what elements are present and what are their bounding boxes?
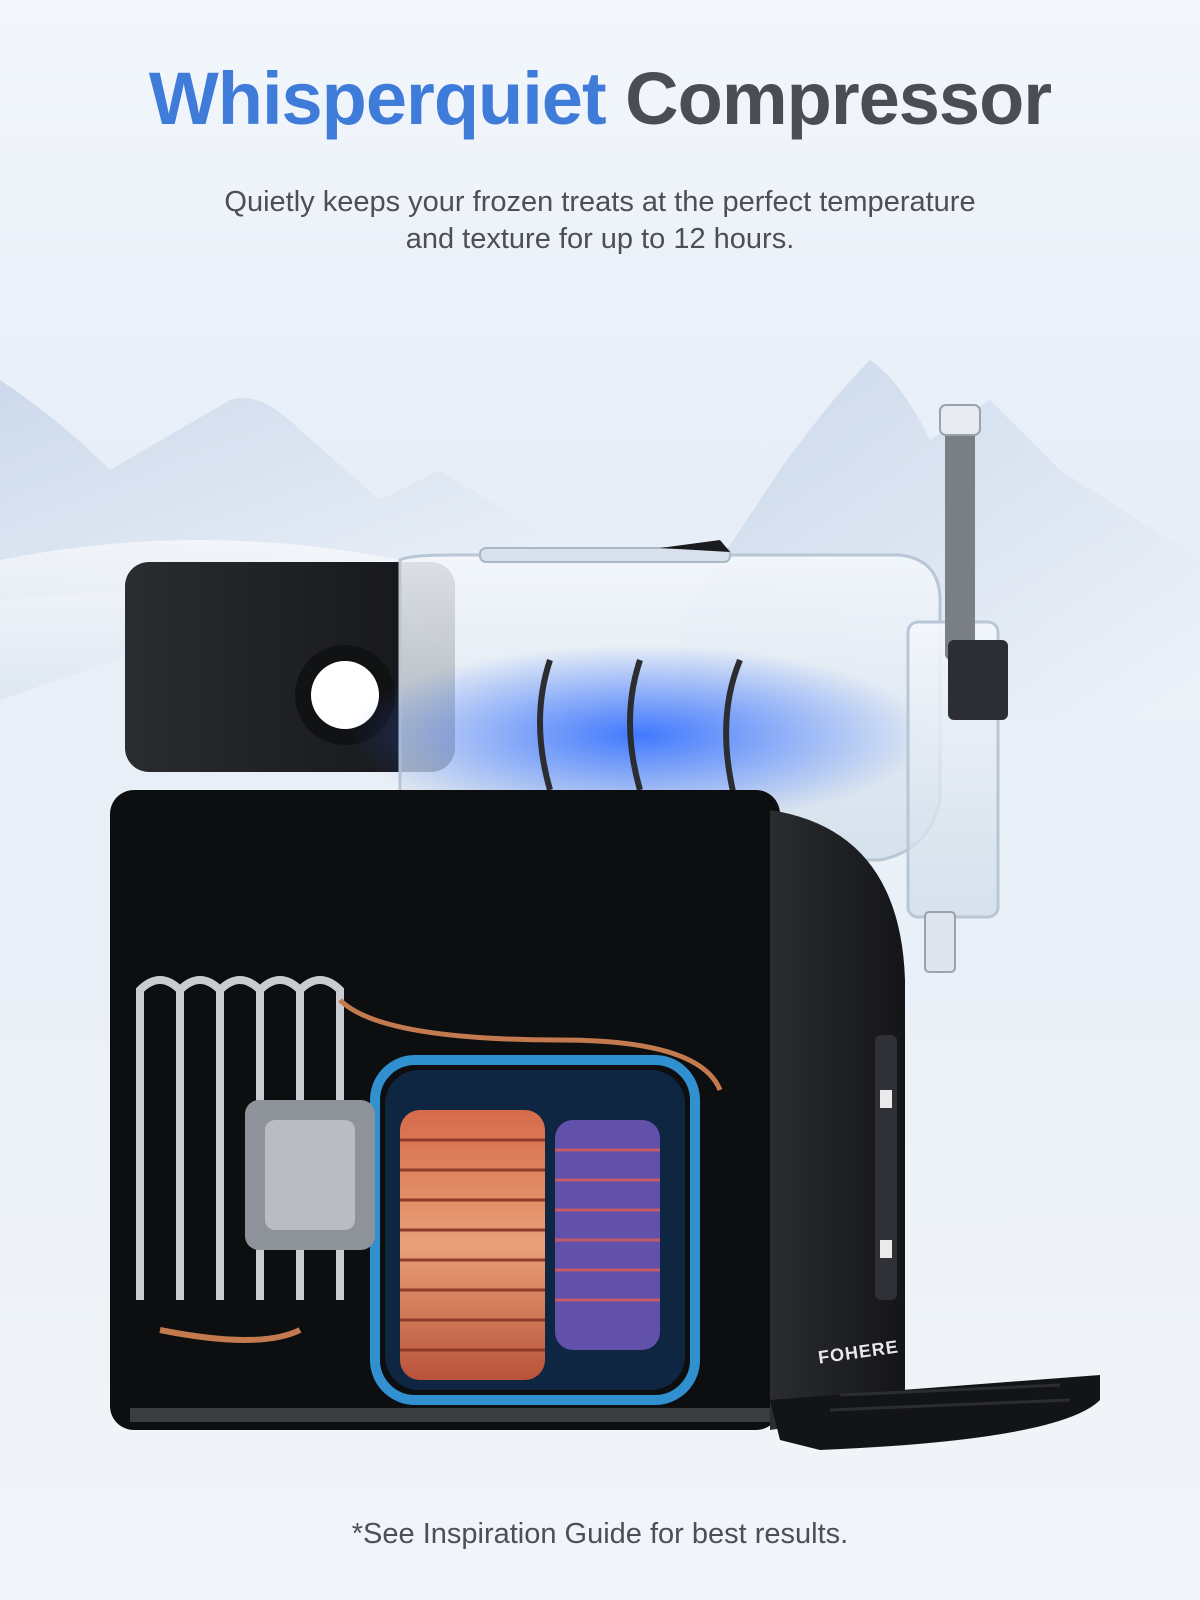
title-rest: Compressor [625, 57, 1052, 140]
subtitle-line-1: Quietly keeps your frozen treats at the … [224, 186, 976, 218]
subtitle-line-2: and texture for up to 12 hours. [405, 223, 795, 255]
subtitle: Quietly keeps your frozen treats at the … [150, 184, 1050, 258]
title-accent: Whisperquiet [148, 57, 607, 140]
page-title: Whisperquiet Compressor [0, 56, 1200, 141]
footnote: *See Inspiration Guide for best results. [351, 1518, 849, 1550]
